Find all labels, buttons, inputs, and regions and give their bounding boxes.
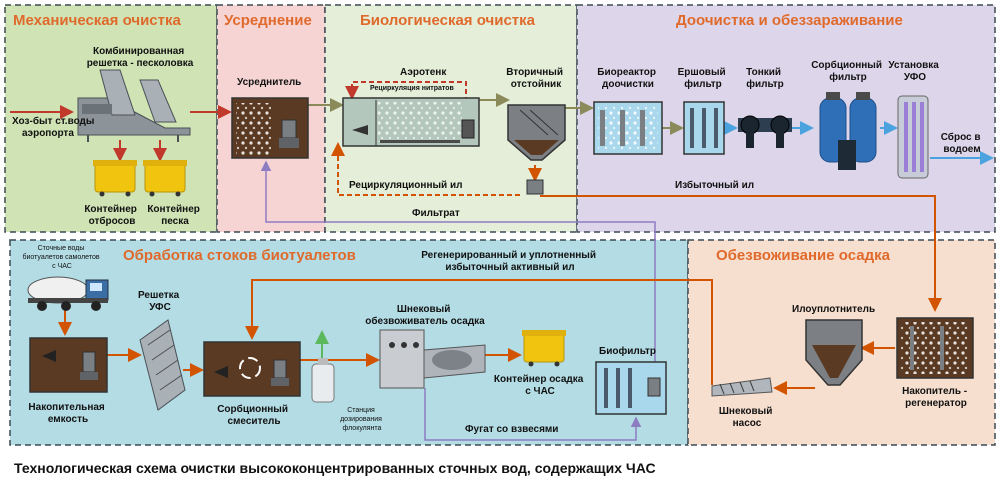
regenerator-label: Накопитель - регенератор	[902, 386, 970, 409]
sorption-mixer-label: Сорбционный смеситель	[217, 403, 291, 427]
zone-biological-title: Биологическая очистка	[360, 12, 536, 29]
fine-filter-label: Тонкий фильтр	[746, 67, 784, 90]
ufs-screen-label: Решетка УФС	[138, 290, 182, 313]
septic-truck	[27, 276, 109, 311]
zone-mechanical-title: Механическая очистка	[13, 12, 181, 29]
diagram-caption: Технологическая схема очистки высококонц…	[14, 460, 656, 476]
screw-dewaterer	[379, 329, 486, 389]
excess-sludge-label: Избыточный ил	[675, 179, 754, 191]
screen-sandtrap	[77, 69, 191, 142]
bioreactor-label: Биореактор доочистки	[597, 67, 658, 90]
brush-filter-label: Ершовый фильтр	[678, 67, 729, 90]
storage-tank-label: Накопительная емкость	[28, 402, 107, 425]
inlet-label: Хоз-быт ст.воды аэропорта	[12, 115, 97, 139]
equalizer-tank	[231, 97, 309, 159]
biotoilet-flow	[58, 310, 895, 395]
uv-unit	[897, 95, 929, 179]
post-bioreactor	[593, 101, 663, 155]
sludge-recirc-label: Рециркуляционный ил	[349, 180, 462, 191]
zone-mechanical: Механическая очистка	[4, 4, 218, 233]
zone-posttreatment-title: Доочистка и обеззараживание	[676, 12, 903, 29]
zone-biotoilet-title: Обработка стоков биотуалетов	[123, 247, 356, 264]
biofilter-label: Биофильтр	[599, 345, 656, 357]
uv-unit-label: Установка УФО	[888, 60, 941, 83]
waste-container-label: Контейнер отбросов	[84, 204, 139, 227]
zone-dewatering-title: Обезвоживание осадка	[716, 247, 891, 264]
toilet-wastewater-label: Сточные воды биотуалетов самолетов с ЧАС	[22, 245, 101, 270]
sorption-filter-label: Сорбционный фильтр	[811, 59, 885, 83]
aerotank	[342, 97, 480, 147]
centrate-line	[424, 388, 642, 441]
thickener-label: Илоуплотнитель	[792, 304, 875, 315]
discharge-label: Сброс в водоем	[941, 131, 984, 155]
zone-averaging-title: Усреднение	[224, 12, 312, 29]
labels: Комбинированная решетка - песколовка Хоз…	[12, 45, 984, 435]
regenerated-sludge-label: Регенерированный и уплотненный избыточны…	[421, 250, 599, 273]
main-flow	[10, 105, 232, 162]
waste-container-icon	[93, 160, 137, 197]
sludge-thickener	[805, 319, 863, 386]
fine-filter	[738, 115, 792, 148]
nitrate-recirc-label: Рециркуляция нитратов	[370, 85, 454, 92]
treated-water-flow	[308, 93, 684, 135]
regenerated-sludge-line	[245, 279, 713, 385]
sand-container-icon	[143, 160, 187, 197]
biofilter	[595, 361, 667, 415]
screw-pump	[711, 377, 773, 397]
dosing-station-label: Станция дозирования флокулянта	[340, 407, 384, 432]
filtrate-label: Фильтрат	[412, 208, 460, 219]
screw-dewaterer-label: Шнековый обезвоживатель осадка	[365, 304, 485, 327]
storage-tank	[29, 337, 108, 393]
sludge-container-label: Контейнер осадка с ЧАС	[494, 374, 586, 397]
secondary-clarifier	[507, 104, 566, 195]
filtrate-line	[260, 160, 656, 382]
excess-sludge-line	[540, 195, 942, 312]
zone-biotoilet: Обработка стоков биотуалетов	[9, 239, 689, 446]
sludge-container-icon	[522, 330, 566, 367]
sand-container-label: Контейнер песка	[147, 204, 202, 227]
sorption-mixer	[203, 341, 301, 397]
sludge-recirc-line	[331, 142, 520, 196]
clarifier-label: Вторичный отстойник	[506, 67, 566, 90]
regenerator-tank	[896, 317, 974, 379]
brush-filter	[683, 101, 725, 155]
aerotank-label: Аэротенк	[400, 67, 447, 78]
screen-label: Комбинированная решетка - песколовка	[87, 45, 194, 69]
dosing-station	[311, 358, 335, 403]
equalizer-label: Усреднитель	[237, 77, 301, 88]
centrate-label: Фугат со взвесями	[465, 424, 558, 435]
ufs-screen	[139, 319, 186, 411]
screw-pump-label: Шнековый насос	[719, 406, 775, 429]
sorption-filter	[819, 92, 877, 170]
